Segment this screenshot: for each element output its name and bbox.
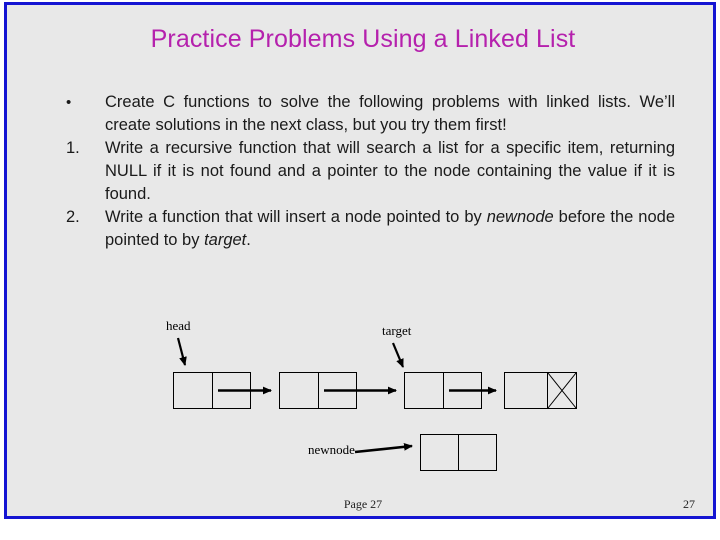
target-leader-arrow [391,342,405,368]
list-item: 2. Write a function that will insert a n… [57,206,675,252]
list-item: 1. Write a recursive function that will … [57,137,675,206]
list-item-text-run: Write a function that will insert a node… [105,208,487,226]
page-title: Practice Problems Using a Linked List [150,25,576,53]
list-item-text-run: . [246,231,251,249]
diagram-label-newnode: newnode [308,442,355,457]
node-box-4 [503,371,578,410]
list-item: • Create C functions to solve the follow… [57,91,675,137]
list-item-text-run: Write a recursive function that will sea… [105,139,675,203]
node-box-1 [172,371,252,410]
slide-body: • Create C functions to solve the follow… [57,91,675,252]
diagram-label-target: target [382,323,412,338]
footer-page-label: Page 27 [343,497,383,511]
list-item-marker: 1. [66,139,80,157]
list-item-text-emphasis: newnode [486,208,554,226]
list-item-text-run: before the node pointed to by [105,208,675,249]
list-item-text: Create C functions to solve the followin… [105,91,675,137]
list-item-marker: • [66,94,72,111]
head-leader-arrow [176,337,187,366]
linked-list-diagram: head target newnode [7,5,719,522]
newnode-pointer [354,442,413,454]
list-item-text: Write a recursive function that will sea… [105,137,675,206]
list-item-marker: 2. [66,208,80,226]
list-item-text-run: Create C functions to solve the followin… [105,93,675,134]
slide-frame: Practice Problems Using a Linked List • … [4,2,716,519]
list-item-text-emphasis: target [204,231,247,249]
list-item-text: Write a function that will insert a node… [105,206,675,252]
diagram-label-head: head [166,318,191,333]
node-box-3 [403,371,483,410]
node-box-2 [278,371,358,410]
null-x-mark [547,372,577,409]
diagram-svg [172,337,578,472]
footer-page-number: 27 [683,497,695,511]
newnode-box [419,433,498,472]
